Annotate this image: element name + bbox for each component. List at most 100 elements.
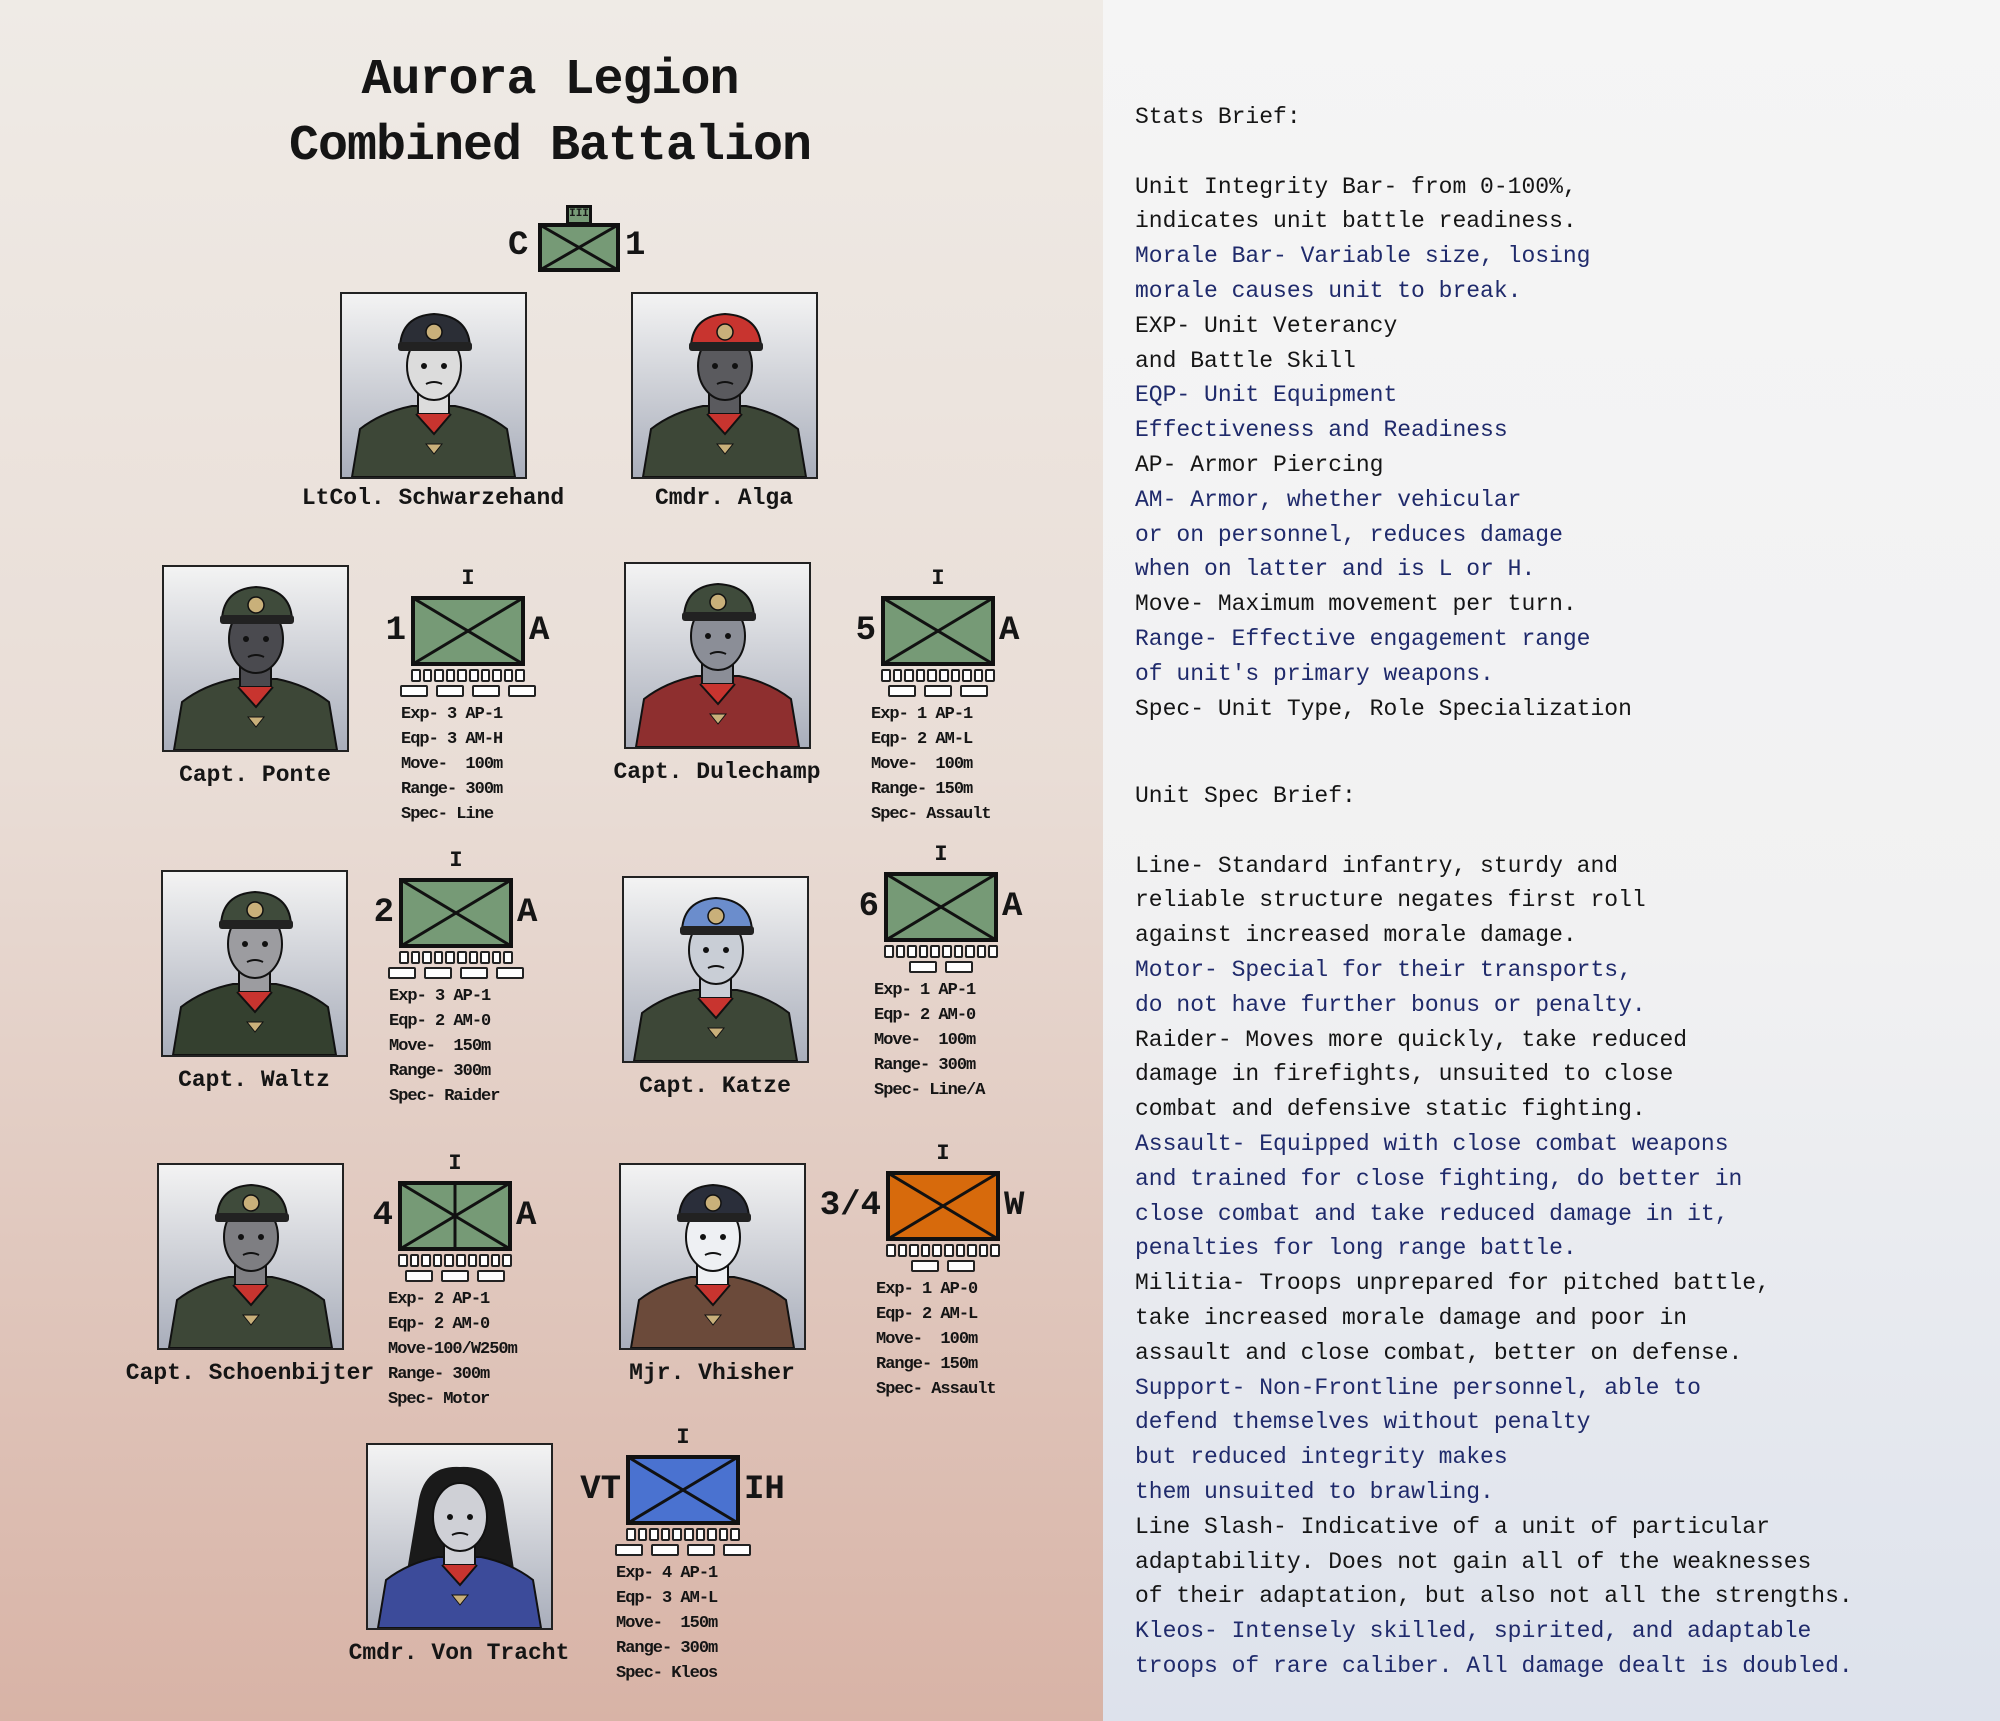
integrity-cell <box>480 669 491 682</box>
integrity-cell <box>915 669 926 682</box>
unit-echelon-label: I <box>676 1425 690 1450</box>
hq-unit-box <box>538 223 620 272</box>
unit-stat-line: Move- 100m <box>871 755 973 774</box>
unit-number-label: VT <box>580 1471 621 1509</box>
integrity-cell <box>892 669 903 682</box>
unit-integrity-bar <box>886 1244 1000 1257</box>
unit-number-label: 2 <box>373 894 394 932</box>
integrity-cell <box>445 951 455 964</box>
brief-line: defend themselves without penalty <box>1135 1409 1591 1436</box>
brief-line: Line Slash- Indicative of a unit of part… <box>1135 1513 1770 1540</box>
unit-stat-line: Move-100/W250m <box>388 1340 518 1359</box>
unit-box <box>626 1455 740 1525</box>
unit-box <box>398 1181 512 1251</box>
unit-echelon-label: I <box>461 566 475 591</box>
commander-name: LtCol. Schwarzehand <box>301 485 565 511</box>
title-line-1: Aurora Legion <box>361 52 739 109</box>
commander-portrait <box>162 565 349 752</box>
unit-stat-line: Exp- 2 AP-1 <box>388 1290 490 1309</box>
unit-stat-line: Move- 150m <box>616 1614 718 1633</box>
integrity-cell <box>695 1528 706 1541</box>
unit-stat-line: Spec- Kleos <box>616 1664 718 1683</box>
commander-portrait <box>631 292 818 479</box>
unit-type-label: A <box>999 612 1020 650</box>
morale-cell <box>924 685 952 697</box>
battalion-chart-panel: Aurora Legion Combined Battalion C III 1… <box>0 0 1103 1721</box>
unit-stat-line: Move- 100m <box>874 1031 976 1050</box>
unit-stat-line: Range- 150m <box>871 780 973 799</box>
unit-stat-line: Spec- Assault <box>876 1380 997 1399</box>
unit-stat-line: Exp- 4 AP-1 <box>616 1564 718 1583</box>
unit-morale-bar <box>888 685 988 697</box>
hq-echelon-tab: III <box>566 205 592 225</box>
integrity-cell <box>881 669 891 682</box>
integrity-cell <box>985 669 995 682</box>
integrity-cell <box>730 1528 740 1541</box>
integrity-cell <box>907 945 917 958</box>
brief-line: EQP- Unit Equipment <box>1135 382 1398 409</box>
integrity-cell <box>490 1254 501 1267</box>
integrity-cell <box>480 951 490 964</box>
morale-cell <box>615 1544 643 1556</box>
unit-morale-bar <box>405 1270 505 1282</box>
brief-line: EXP- Unit Veterancy <box>1135 312 1398 339</box>
commander-portrait <box>161 870 348 1057</box>
morale-cell <box>436 685 464 697</box>
morale-cell <box>496 967 524 979</box>
integrity-cell <box>399 951 409 964</box>
brief-line: Raider- Moves more quickly, take reduced <box>1135 1026 1688 1053</box>
unit-stat-line: Spec- Line/A <box>874 1081 985 1100</box>
integrity-cell <box>927 669 937 682</box>
commander-bust-image <box>621 1165 804 1348</box>
brief-line: damage in firefights, unsuited to close <box>1135 1061 1674 1088</box>
commander-bust-image <box>159 1165 342 1348</box>
integrity-cell <box>718 1528 729 1541</box>
integrity-cell <box>660 1528 671 1541</box>
commander-portrait <box>624 562 811 749</box>
commander-name: Capt. Katze <box>639 1073 791 1099</box>
morale-cell <box>472 685 500 697</box>
unit-echelon-label: I <box>449 848 463 873</box>
unit-integrity-bar <box>399 951 513 964</box>
unit-morale-bar <box>388 967 524 979</box>
unit-type-label: A <box>517 894 538 932</box>
unit-box <box>886 1171 1000 1241</box>
integrity-cell <box>962 669 972 682</box>
commander-bust-image <box>633 294 816 477</box>
brief-line: Spec- Unit Type, Role Specialization <box>1135 695 1632 722</box>
integrity-cell <box>941 945 952 958</box>
integrity-cell <box>492 669 502 682</box>
unit-number-label: 5 <box>855 612 876 650</box>
brief-line: Range- Effective engagement range <box>1135 626 1591 652</box>
commander-portrait <box>340 292 527 479</box>
commander-name: Capt. Ponte <box>179 762 331 788</box>
unit-stat-line: Range- 300m <box>401 780 503 799</box>
integrity-cell <box>953 945 964 958</box>
brief-line: Kleos- Intensely skilled, spirited, and … <box>1135 1618 1812 1645</box>
morale-cell <box>947 1260 975 1272</box>
brief-line: AP- Armor Piercing <box>1135 452 1384 478</box>
morale-cell <box>388 967 416 979</box>
integrity-cell <box>683 1528 694 1541</box>
morale-cell <box>477 1270 505 1282</box>
integrity-cell <box>456 951 467 964</box>
unit-type-label: W <box>1004 1187 1025 1225</box>
spec-brief-heading: Unit Spec Brief: <box>1135 783 1356 809</box>
unit-stat-line: Range- 300m <box>388 1365 490 1384</box>
unit-stat-line: Eqp- 2 AM-0 <box>389 1012 491 1031</box>
integrity-cell <box>943 1244 954 1257</box>
unit-morale-bar <box>909 961 973 973</box>
unit-box <box>399 878 513 948</box>
unit-echelon-label: I <box>448 1151 462 1176</box>
unit-type-label: IH <box>744 1471 785 1509</box>
integrity-cell <box>433 951 444 964</box>
integrity-cell <box>955 1244 966 1257</box>
integrity-cell <box>626 1528 636 1541</box>
integrity-cell <box>988 945 998 958</box>
commander-name: Cmdr. Von Tracht <box>348 1640 570 1666</box>
unit-type-label: A <box>529 612 550 650</box>
integrity-cell <box>897 1244 908 1257</box>
morale-cell <box>441 1270 469 1282</box>
morale-cell <box>945 961 973 973</box>
unit-stat-line: Exp- 3 AP-1 <box>389 987 491 1006</box>
